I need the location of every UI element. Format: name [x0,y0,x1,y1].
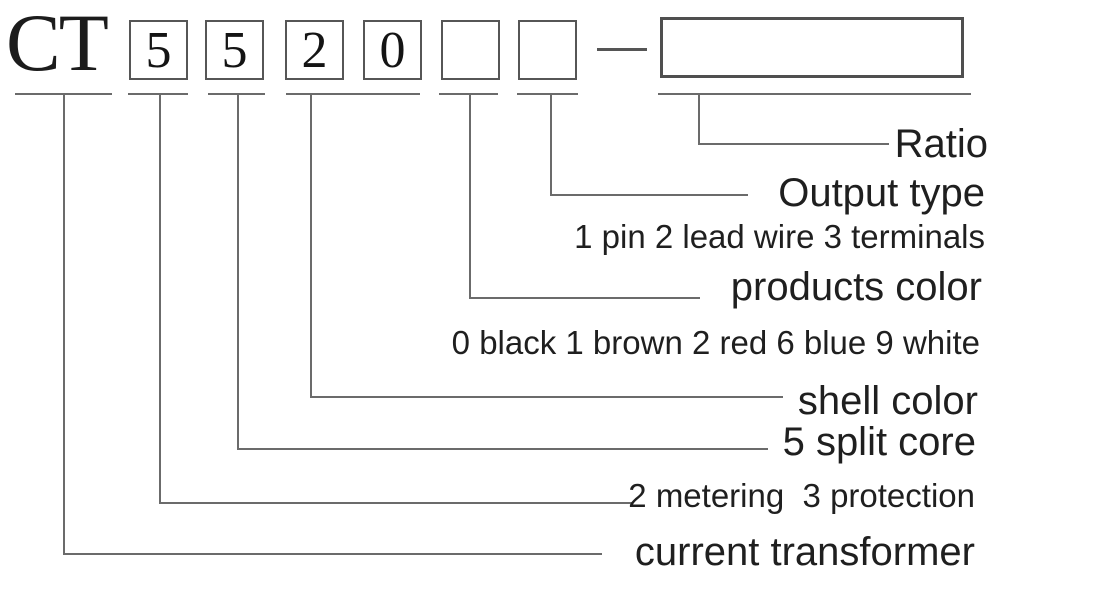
underline-box-1 [128,93,188,95]
code-box-4: 0 [363,20,422,80]
underline-ratio-box [658,93,971,95]
code-box-2: 5 [205,20,264,80]
label-shell-color: shell color [797,379,978,423]
connector-ratio-vertical [698,93,700,145]
code-box-3: 2 [285,20,344,80]
connector-split-core-horizontal [237,448,768,450]
underline-box-5 [439,93,498,95]
label-split-core: 5 split core [782,420,976,464]
code-box-6 [518,20,577,80]
underline-box-6 [517,93,578,95]
connector-products-color-vertical [469,93,471,299]
connector-products-color-horizontal [469,297,700,299]
label-output-type: Output type [778,171,985,215]
label-current-transformer: current transformer [634,530,975,574]
connector-output-type-vertical [550,93,552,196]
label-metering-options: 2 metering 3 protection [628,477,975,514]
connector-output-type-horizontal [550,194,748,196]
connector-shell-color-vertical [310,93,312,398]
model-prefix: CT [6,0,109,88]
label-products-color: products color [730,265,982,309]
code-box-1: 5 [129,20,188,80]
ratio-box [660,17,964,78]
connector-current-transformer-horizontal [63,553,602,555]
connector-split-core-vertical [237,93,239,450]
connector-current-transformer-vertical [63,93,65,555]
label-output-type-options: 1 pin 2 lead wire 3 terminals [574,218,985,255]
underline-box-3-4 [286,93,420,95]
underline-box-2 [208,93,265,95]
label-products-color-options: 0 black 1 brown 2 red 6 blue 9 white [451,324,980,361]
connector-shell-color-horizontal [310,396,783,398]
label-ratio: Ratio [894,122,988,166]
dash-separator [597,48,647,51]
code-box-5 [441,20,500,80]
connector-ratio-horizontal [698,143,889,145]
connector-metering-vertical [159,93,161,504]
connector-metering-horizontal [159,502,632,504]
